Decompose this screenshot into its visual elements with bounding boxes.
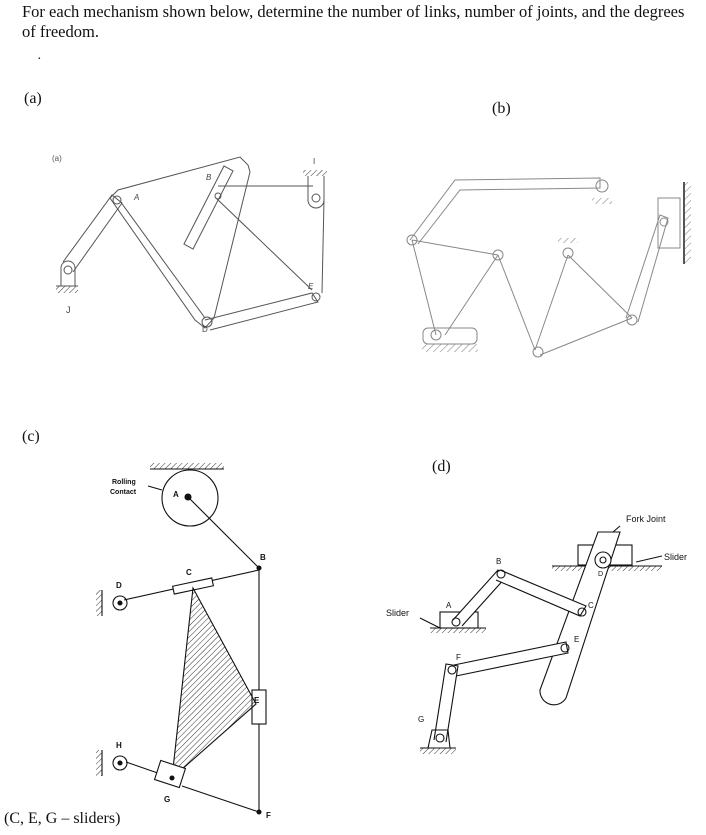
part-c-label: (c) bbox=[22, 428, 40, 445]
joint-label-c-d: C bbox=[588, 601, 594, 610]
part-b-label: (b) bbox=[492, 100, 511, 117]
fork-joint-label: Fork Joint bbox=[626, 514, 666, 524]
bullet-mark: · bbox=[37, 52, 42, 67]
slider-right-label: Slider bbox=[664, 552, 687, 562]
figure-b bbox=[406, 177, 691, 358]
joint-label-h-c: H bbox=[116, 741, 122, 750]
joint-label-j: J bbox=[66, 305, 71, 315]
joint-label-f-c: F bbox=[266, 811, 271, 820]
rolling-label-1: Rolling bbox=[112, 479, 136, 486]
part-d-label: (d) bbox=[432, 458, 451, 475]
ternary-link-abd bbox=[109, 156, 251, 329]
link-ja bbox=[62, 194, 123, 273]
joint-label-d-c: D bbox=[116, 581, 122, 590]
joint-label-g-c: G bbox=[164, 795, 170, 804]
joint-label-c-c: C bbox=[186, 568, 192, 577]
instructions-text: For each mechanism shown below, determin… bbox=[22, 2, 685, 41]
rolling-label-2: Contact bbox=[110, 489, 137, 496]
joint-label-b: B bbox=[206, 173, 212, 182]
figure-a-tag: (a) bbox=[52, 154, 62, 163]
joint-label-e: E bbox=[308, 282, 314, 291]
ground-j bbox=[56, 260, 78, 293]
slotted-link bbox=[539, 531, 621, 706]
joint-label-e-d: E bbox=[574, 635, 579, 644]
part-a-label: (a) bbox=[24, 90, 42, 107]
link-de bbox=[204, 292, 319, 331]
figure-d: Fork Joint Slider Slider A B bbox=[386, 514, 687, 754]
joint-label-e-c: E bbox=[254, 696, 260, 705]
joint-label-g-d: G bbox=[418, 715, 424, 724]
joint-label-d: D bbox=[202, 325, 208, 334]
joint-label-i: I bbox=[313, 157, 315, 166]
joint-label-a-c: A bbox=[173, 490, 179, 499]
joint-label-f-d: F bbox=[456, 653, 461, 662]
joint-label-d-d: D bbox=[598, 571, 603, 578]
joint-label-b-d: B bbox=[496, 557, 501, 566]
joint-label-a: A bbox=[133, 193, 139, 202]
joint-label-b-c: B bbox=[260, 553, 266, 562]
slider-left-label: Slider bbox=[386, 608, 409, 618]
shaded-plate bbox=[171, 586, 257, 780]
slider-b bbox=[183, 165, 234, 250]
joint-label-a-d: A bbox=[446, 601, 452, 610]
figure-a: (a) J A bbox=[52, 154, 327, 334]
figure-c: A Rolling Contact D C B E H G bbox=[96, 463, 271, 820]
footnote-sliders: (C, E, G – sliders) bbox=[4, 810, 121, 827]
